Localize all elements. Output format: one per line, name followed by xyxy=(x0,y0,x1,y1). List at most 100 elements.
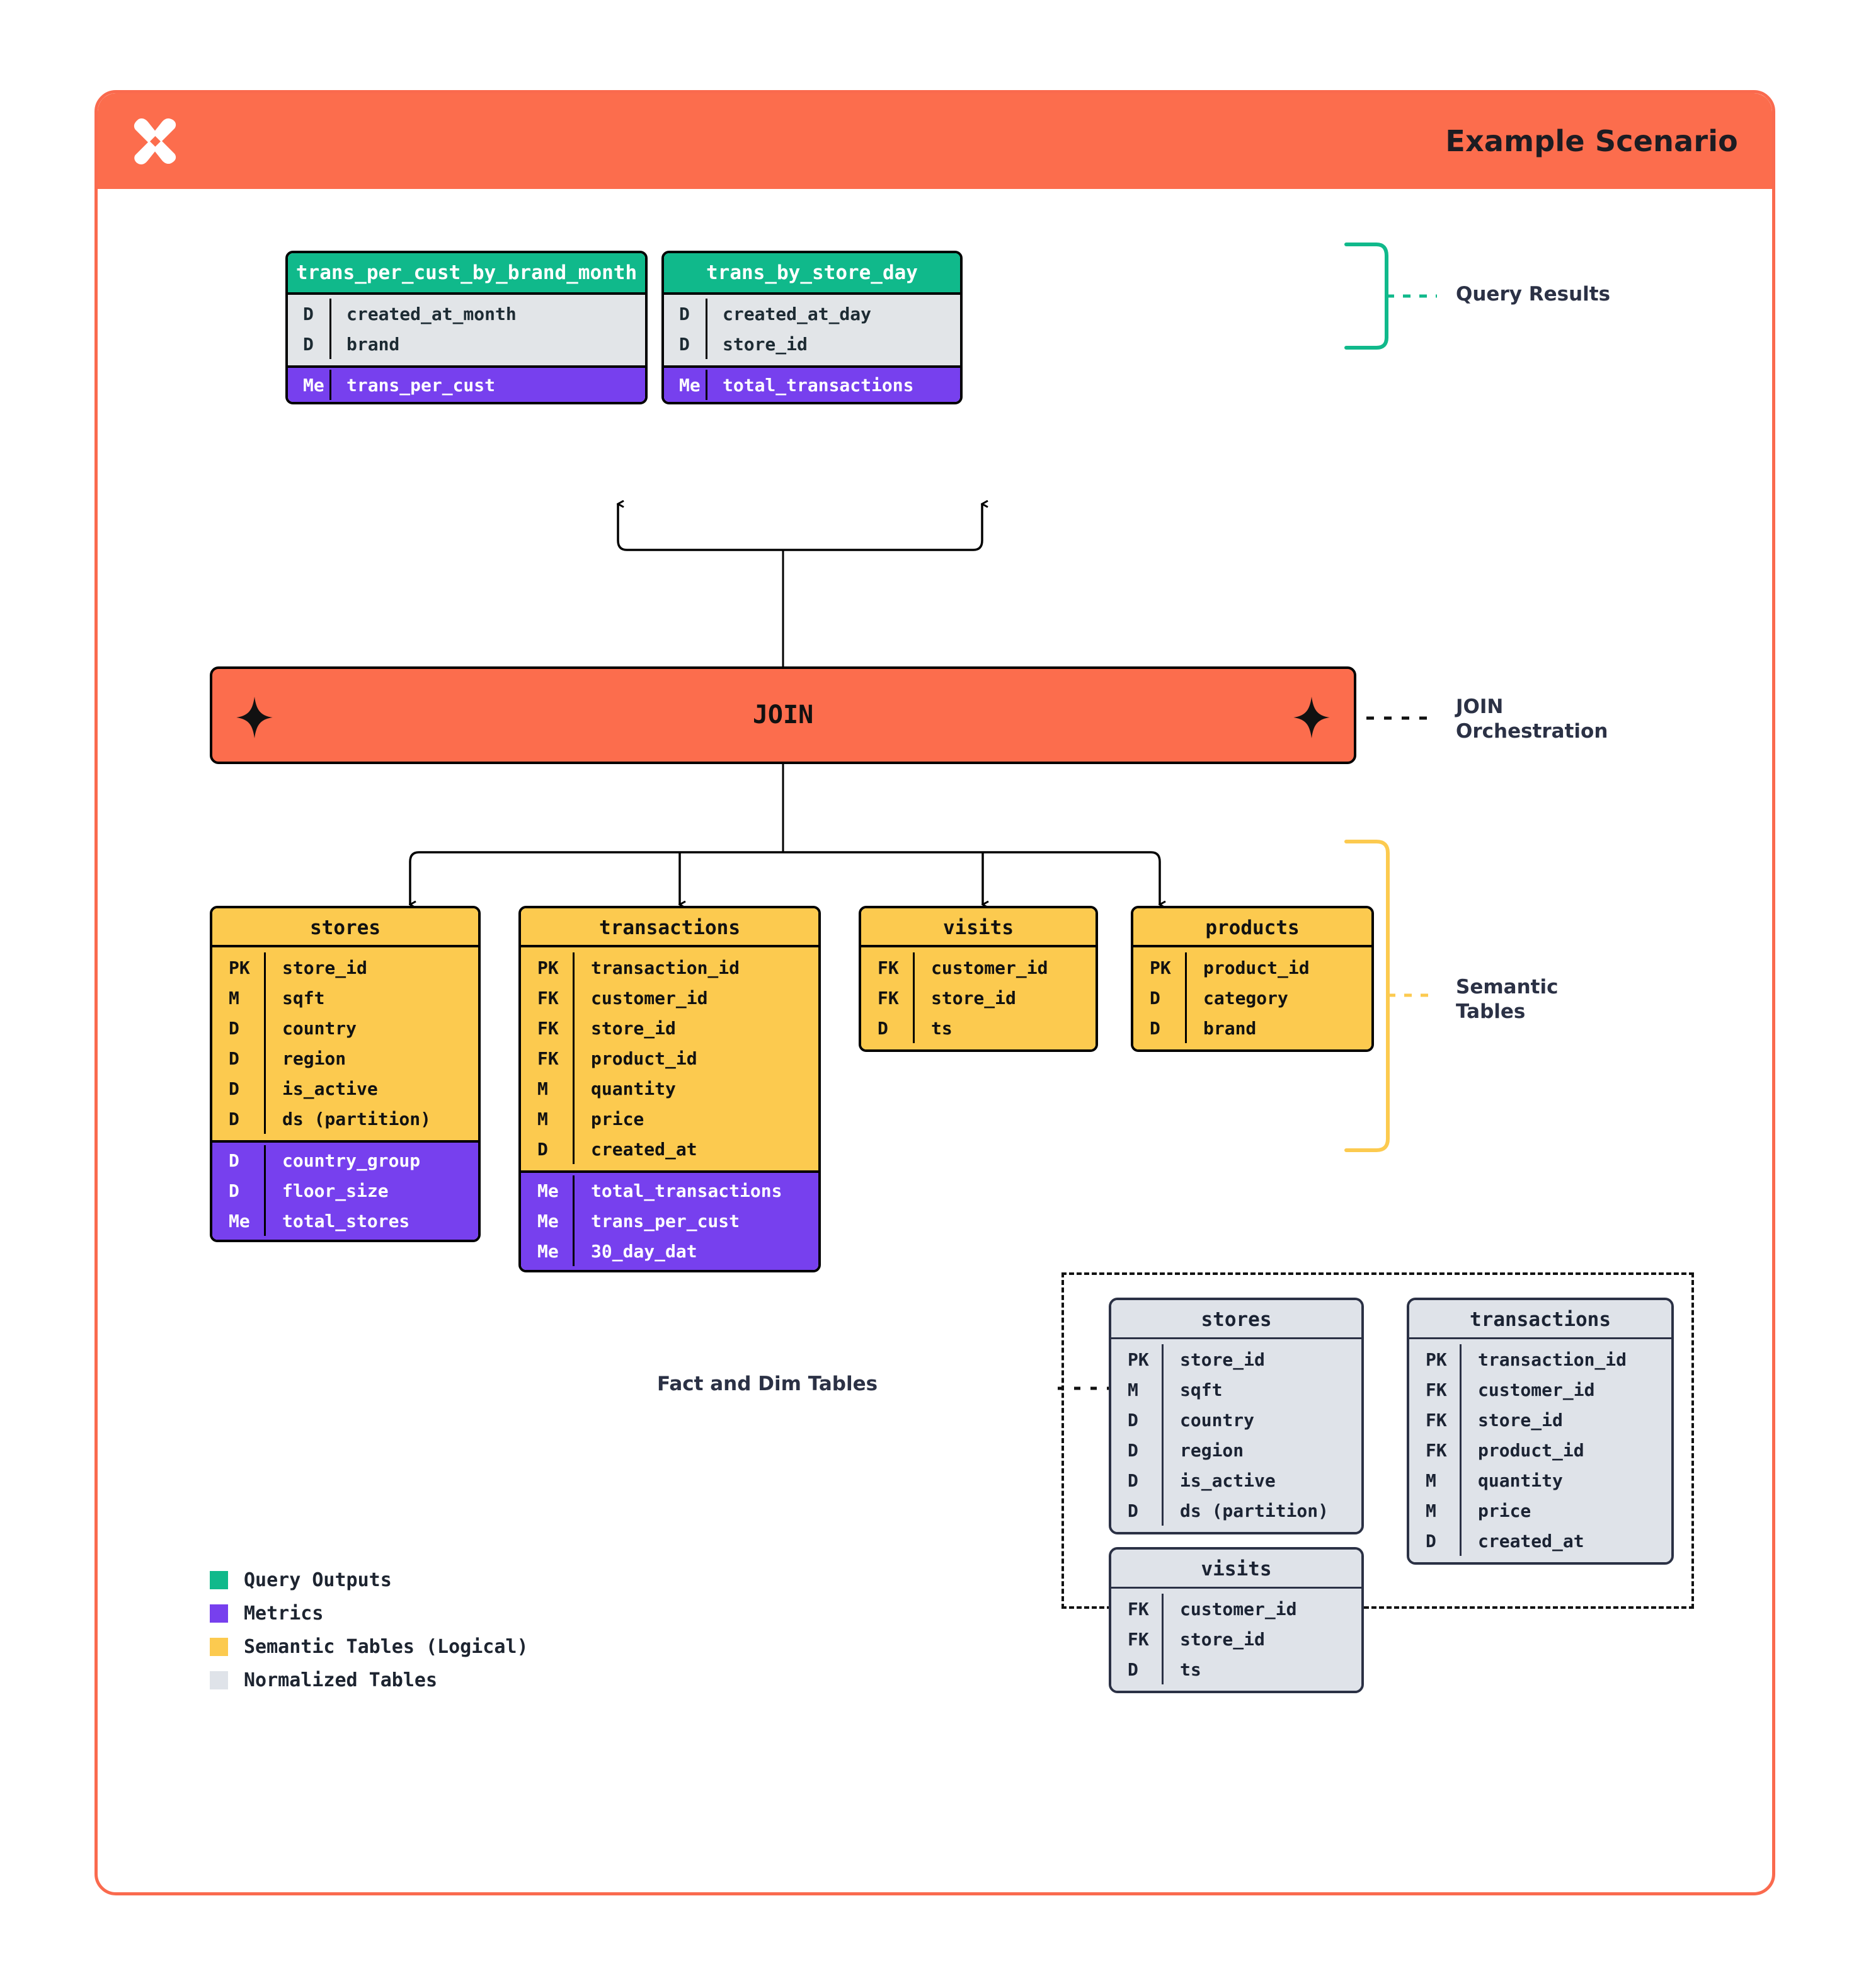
row-field: transaction_id xyxy=(1460,1344,1671,1374)
legend-label: Semantic Tables (Logical) xyxy=(244,1636,529,1658)
row-field: quantity xyxy=(573,1073,818,1104)
row-field: country xyxy=(1162,1405,1361,1435)
row-key: M xyxy=(1426,1470,1436,1491)
table-row: Me total_transactions xyxy=(664,370,960,400)
row-key: D xyxy=(303,333,314,355)
row-key: D xyxy=(537,1138,548,1160)
legend-swatch-query-outputs xyxy=(210,1571,228,1589)
table-title: transactions xyxy=(521,908,818,947)
row-key: D xyxy=(878,1017,888,1039)
row-key: PK xyxy=(1128,1349,1149,1370)
table-row: Me trans_per_cust xyxy=(288,370,645,400)
row-field: brand xyxy=(1185,1013,1371,1043)
row-key: D xyxy=(1128,1500,1138,1521)
row-key: FK xyxy=(878,957,899,978)
metrics-section: Me trans_per_cust xyxy=(288,365,645,402)
row-key: D xyxy=(1128,1409,1138,1431)
table-row: D store_id xyxy=(664,329,960,359)
header-bar: Example Scenario xyxy=(98,93,1772,189)
row-field: ts xyxy=(1162,1654,1361,1684)
table-row: FK store_id xyxy=(521,1013,818,1043)
row-field: ts xyxy=(913,1013,1096,1043)
annotation-fact-and-dim-tables: Fact and Dim Tables xyxy=(657,1373,878,1395)
row-key: PK xyxy=(1426,1349,1447,1370)
row-key: D xyxy=(1150,1017,1160,1039)
legend: Query Outputs Metrics Semantic Tables (L… xyxy=(210,1563,529,1697)
legend-item-normalized-tables: Normalized Tables xyxy=(210,1664,529,1697)
row-field: created_at xyxy=(1460,1526,1671,1556)
row-key: PK xyxy=(537,957,559,978)
row-field: region xyxy=(264,1043,478,1073)
row-key: FK xyxy=(537,1048,559,1069)
row-field: country_group xyxy=(264,1145,478,1175)
legend-item-query-outputs: Query Outputs xyxy=(210,1563,529,1597)
row-key: FK xyxy=(1426,1439,1447,1461)
join-orchestration-bar[interactable]: JOIN xyxy=(210,666,1356,764)
row-key: D xyxy=(1426,1530,1436,1551)
row-key: FK xyxy=(537,1017,559,1039)
row-key: D xyxy=(303,303,314,324)
row-field: total_transactions xyxy=(573,1175,818,1206)
annotation-line-2: Orchestration xyxy=(1456,719,1608,743)
page-title: Example Scenario xyxy=(1445,124,1738,158)
query-output-table-trans-per-cust-by-brand-month[interactable]: trans_per_cust_by_brand_month D created_… xyxy=(285,251,648,404)
row-field: store_id xyxy=(1162,1624,1361,1654)
row-key: D xyxy=(229,1150,239,1171)
row-field: store_id xyxy=(573,1013,818,1043)
table-row: D created_at_month xyxy=(288,299,645,329)
query-output-table-trans-by-store-day[interactable]: trans_by_store_day D created_at_day D st… xyxy=(661,251,963,404)
row-field: store_id xyxy=(913,983,1096,1013)
row-key: FK xyxy=(1128,1598,1149,1620)
row-field: customer_id xyxy=(573,983,818,1013)
row-key: M xyxy=(1128,1379,1138,1400)
annotation-query-results: Query Results xyxy=(1456,283,1611,306)
legend-swatch-normalized-tables xyxy=(210,1671,228,1689)
row-key: Me xyxy=(303,374,324,396)
row-key: D xyxy=(229,1048,239,1069)
table-title: trans_by_store_day xyxy=(664,253,960,292)
sparkle-diamond-icon xyxy=(1293,697,1330,738)
table-title: products xyxy=(1133,908,1371,947)
row-field: product_id xyxy=(573,1043,818,1073)
row-key: D xyxy=(1150,987,1160,1008)
annotation-line-2: Tables xyxy=(1456,1000,1526,1023)
row-field: floor_size xyxy=(264,1175,478,1206)
join-label: JOIN xyxy=(752,700,814,729)
row-field: country xyxy=(264,1013,478,1043)
row-field: sqft xyxy=(264,983,478,1013)
annotation-semantic-tables: Semantic Tables xyxy=(1456,975,1558,1024)
row-key: M xyxy=(537,1108,548,1129)
x-star-logo-icon xyxy=(134,118,176,164)
row-key: D xyxy=(679,333,690,355)
table-row: PK transaction_id xyxy=(1409,1344,1671,1374)
row-field: ds (partition) xyxy=(264,1104,478,1134)
row-field: customer_id xyxy=(1460,1374,1671,1405)
